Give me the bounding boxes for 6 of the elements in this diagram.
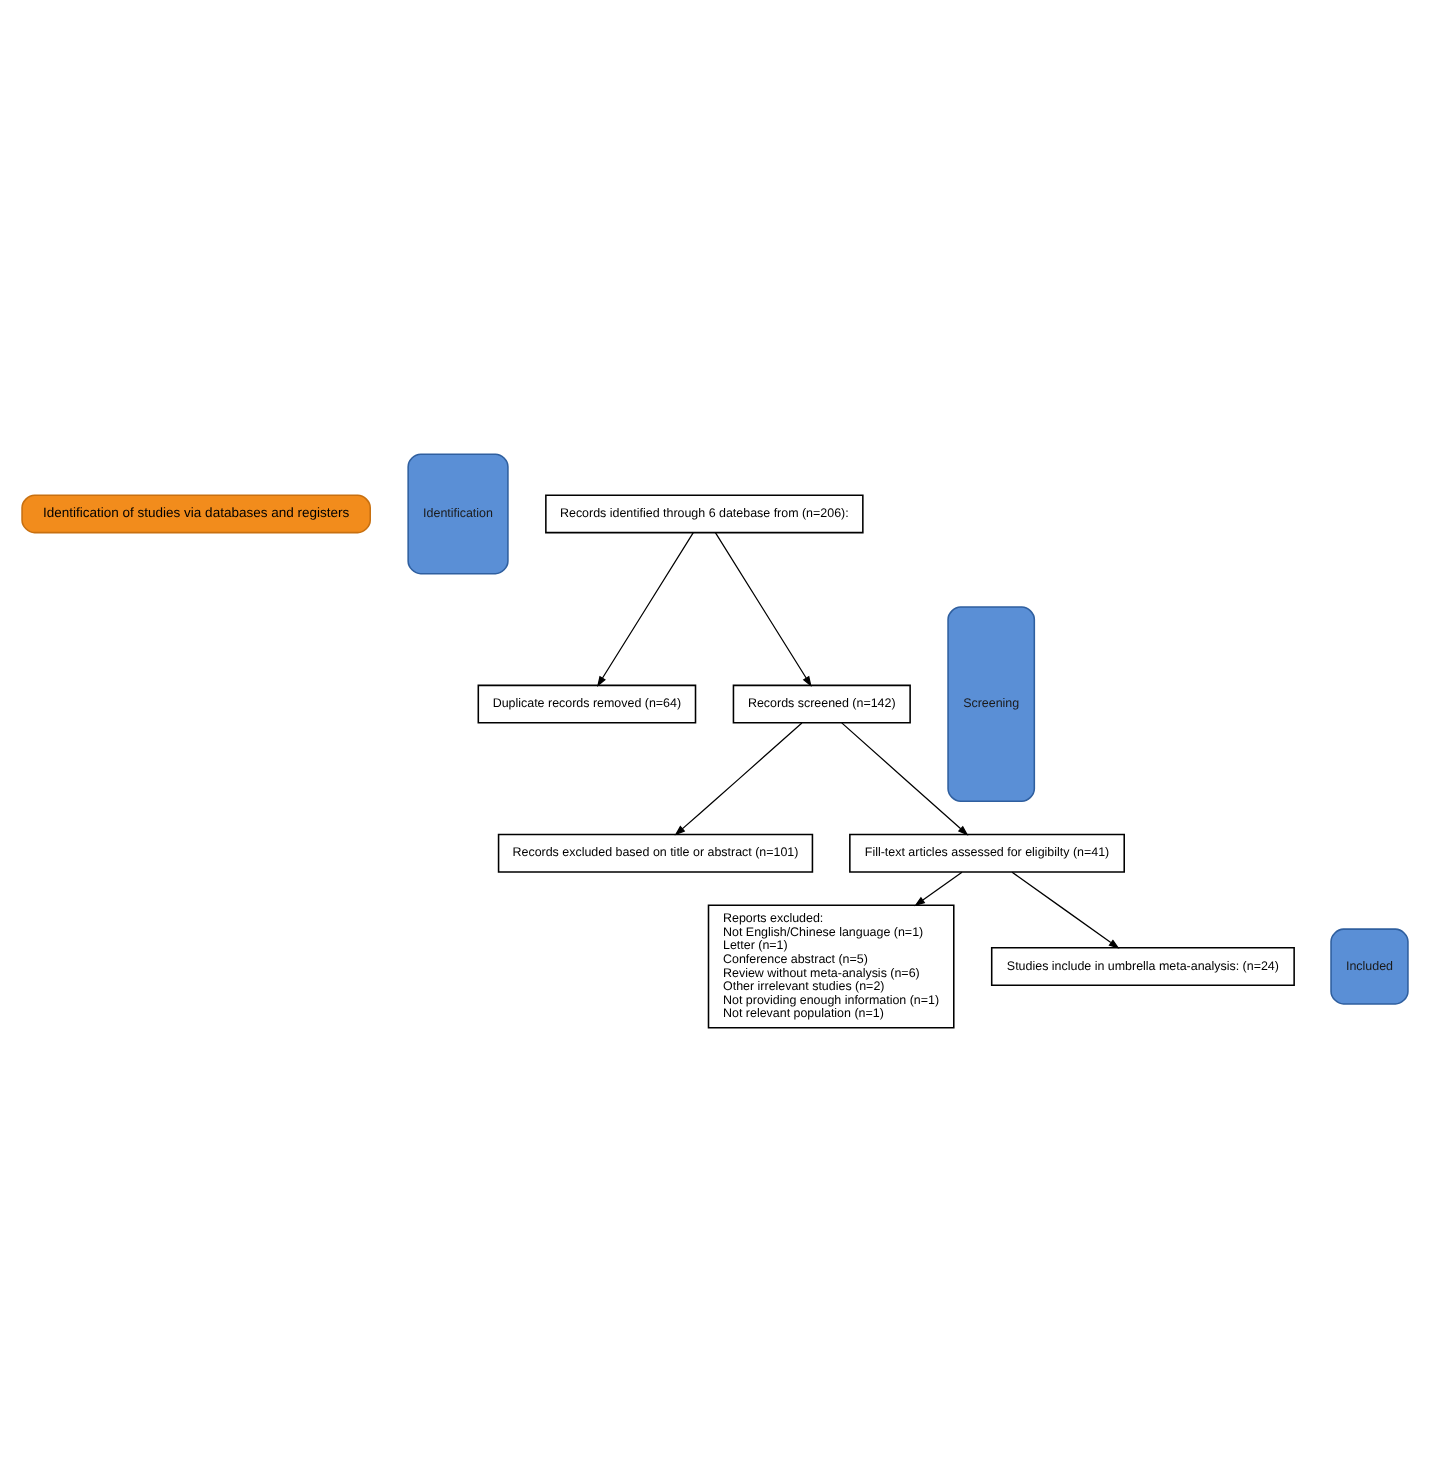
arrow — [597, 531, 694, 686]
arrow — [914, 870, 963, 906]
arrow — [1011, 870, 1120, 948]
arrow — [714, 531, 812, 686]
arrow — [674, 721, 803, 835]
arrow — [841, 721, 969, 835]
